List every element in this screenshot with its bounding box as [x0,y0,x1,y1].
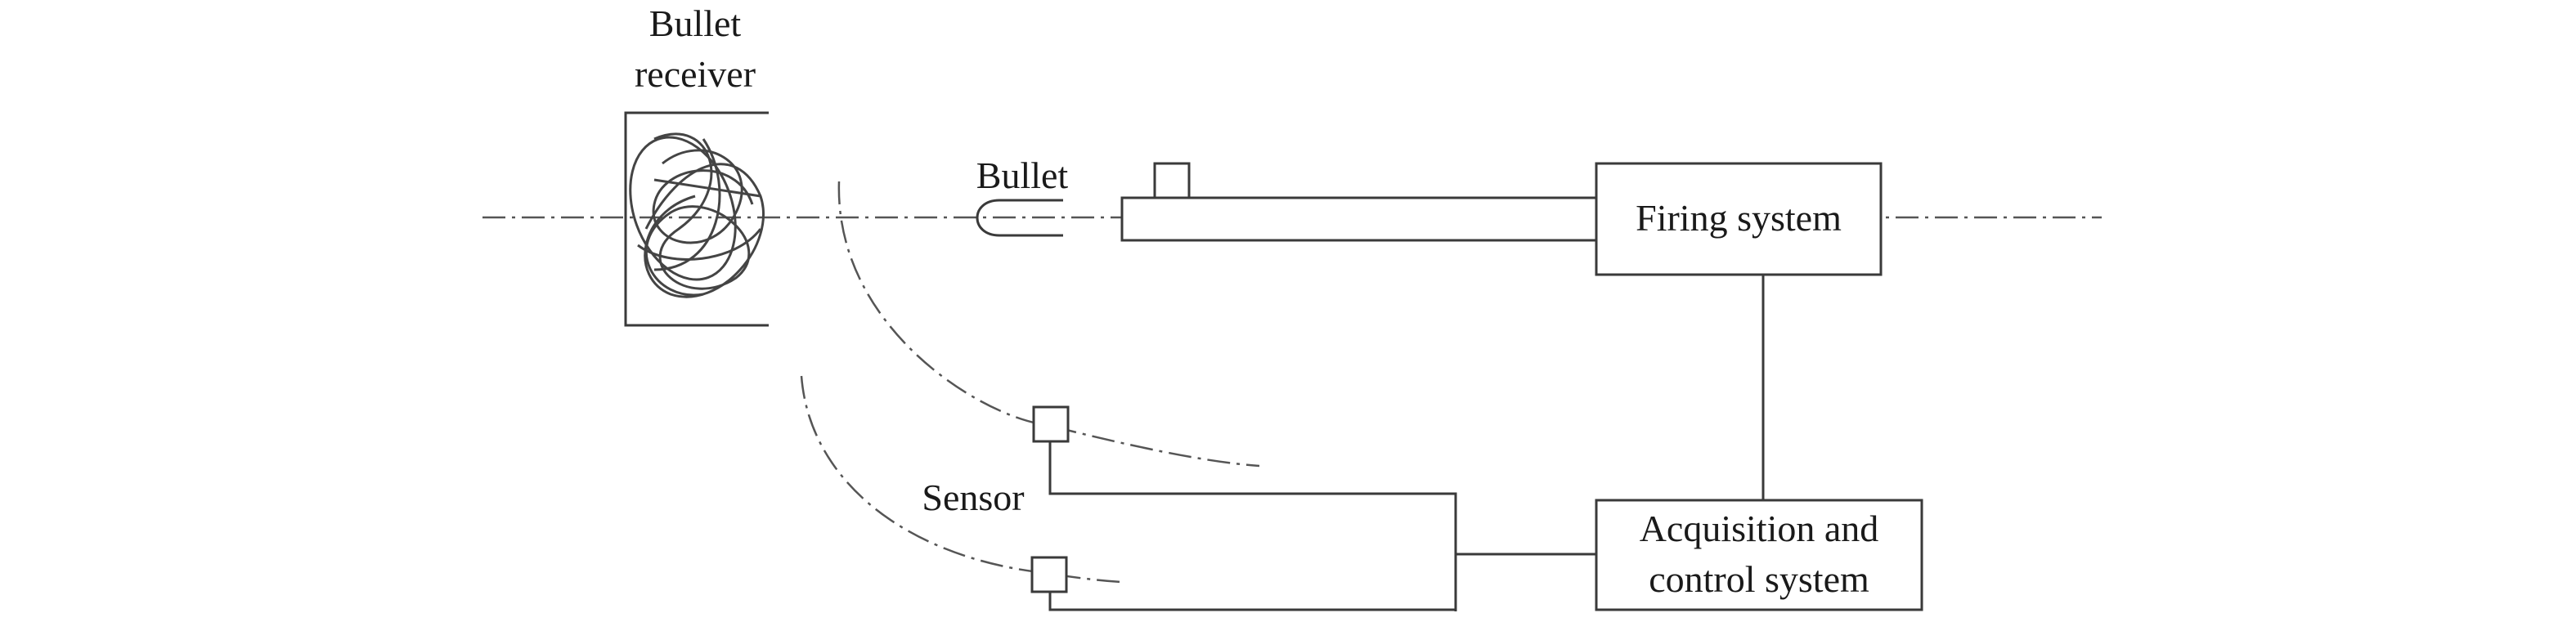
barrel-sensor-box [1153,162,1191,199]
sensor-box-lower [1030,556,1068,593]
sensor-wire-upper [1048,441,1457,611]
bullet-label: Bullet [976,154,1069,196]
bullet-receiver [624,111,769,327]
bullet-receiver-label-line2: receiver [635,53,756,95]
acquisition-label-line1: Acquisition and [1640,508,1879,549]
bullet-icon [976,199,1063,237]
bullet-receiver-label-line1: Bullet [649,2,742,44]
barrel [1120,196,1598,242]
sensor-box-upper [1032,405,1070,443]
sensor-arc-upper [837,181,1260,468]
firing-system-label: Firing system [1636,197,1842,239]
bullet-receiver-fill-icon [629,132,765,298]
bullet-receiver-frame [624,111,769,327]
firing-system-box [1595,162,1883,276]
acquisition-label-line2: control system [1649,558,1869,600]
sensor-arc-lower [800,375,1121,584]
sensor-wire-lower [1048,592,1456,611]
acquisition-control-box [1595,499,1923,611]
sensor-label: Sensor [922,477,1024,518]
